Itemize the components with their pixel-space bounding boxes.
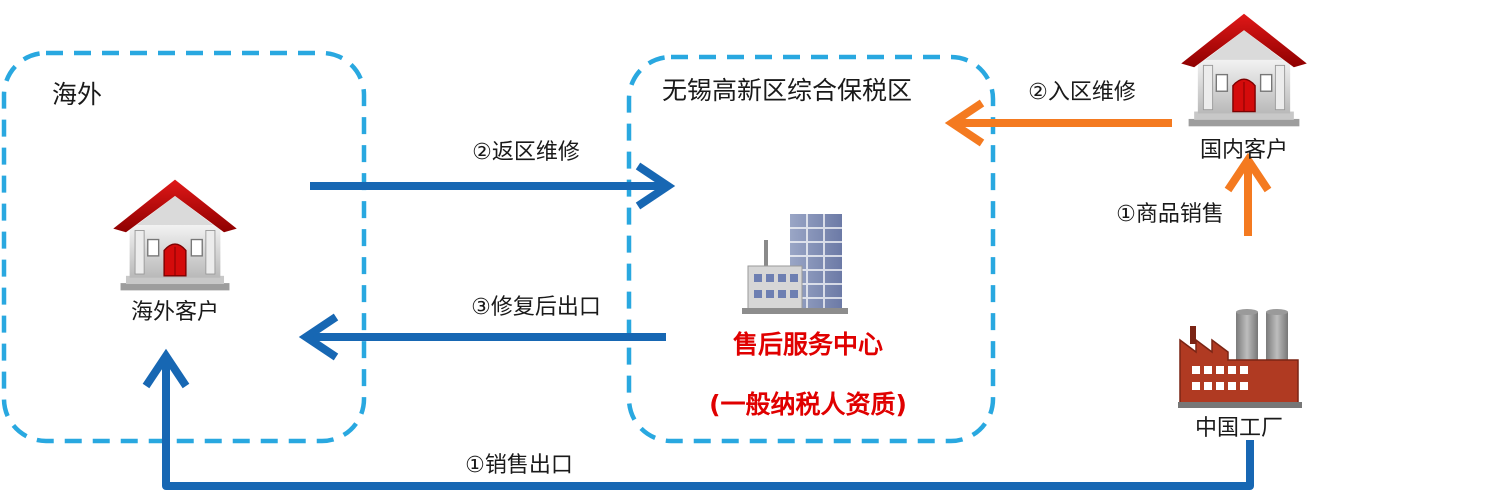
- enter-zone-repair-label: ②入区维修: [1028, 80, 1136, 105]
- goods-sales-label: ①商品销售: [1116, 202, 1224, 227]
- arrow-sales-export: [142, 348, 1254, 490]
- arrow-goods-sales: [1224, 152, 1272, 236]
- house-icon: [1180, 12, 1308, 128]
- arrow-repair-export: [298, 313, 666, 361]
- arrow-enter-zone-repair: [944, 99, 1172, 147]
- overseas-zone-label: 海外: [52, 80, 103, 109]
- domestic-customer-label: 国内客户: [1199, 138, 1289, 163]
- bonded-zone-label: 无锡高新区综合保税区: [662, 76, 913, 105]
- service-center-title: 售后服务中心: [732, 330, 884, 359]
- service-center-qualification: (一般纳税人资质): [709, 390, 907, 419]
- overseas-customer-label: 海外客户: [130, 300, 220, 325]
- office-building-icon: [742, 214, 848, 314]
- house-icon: [112, 178, 238, 292]
- return-repair-label: ②返区维修: [472, 140, 580, 165]
- sales-export-label: ①销售出口: [465, 453, 573, 478]
- arrow-return-repair: [310, 162, 676, 210]
- china-factory-label: 中国工厂: [1194, 416, 1284, 441]
- repair-export-label: ③修复后出口: [471, 295, 601, 320]
- bonded-zone-border: [626, 54, 996, 444]
- factory-icon: [1178, 309, 1302, 408]
- overseas-zone-border: [1, 50, 367, 444]
